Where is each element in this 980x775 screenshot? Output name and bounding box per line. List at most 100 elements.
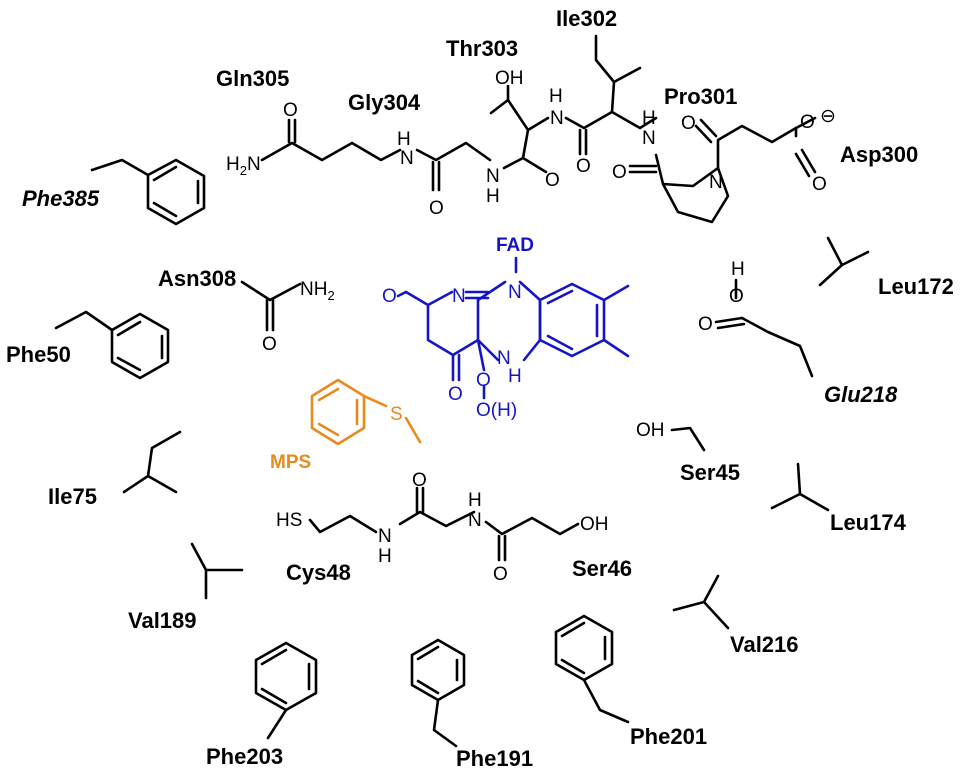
ile75-chain-bond [122, 430, 182, 494]
phe50-chain-bond [54, 310, 114, 332]
glu218-sidechain [714, 278, 814, 378]
fad-peroxy-o2: O(H) [476, 400, 517, 421]
phe201-ring-double-3 [560, 658, 586, 675]
asn308-carbonyl-o: O [262, 334, 277, 355]
thr303-amide-h: H [486, 186, 500, 207]
residue-label-pro301: Pro301 [664, 84, 737, 109]
pro301-amide-h: H [642, 108, 656, 129]
fad-n5-atom: N [497, 348, 511, 369]
gly304-carbonyl-o: O [429, 198, 444, 219]
ile75-sidechain [122, 430, 182, 494]
asp300-carboxyl-double-1 [800, 148, 817, 174]
phe203-chain-bond [266, 708, 288, 740]
residue-label-phe191: Phe191 [456, 746, 533, 771]
ile302-amide-n: N [550, 108, 564, 129]
asn308-sidechain [240, 280, 302, 332]
pro301-carbonyl-o: O [612, 162, 627, 183]
leu174-branch-bond [770, 492, 802, 510]
glu218-hydroxyl-h: H [731, 259, 745, 280]
mps-label: MPS [270, 452, 311, 473]
phe50-ring-double-1 [116, 320, 142, 337]
asp300-carboxyl-o: O [812, 174, 827, 195]
fad-n5-bond [426, 290, 454, 307]
leu172-sidechain [818, 236, 870, 287]
phe191-ring [410, 638, 466, 702]
fad-n1-atom: N [452, 286, 466, 307]
fad-methyl-bond-1 [602, 284, 630, 302]
ile302-side-bond [594, 34, 616, 114]
ile302-carbonyl-o: O [576, 156, 591, 177]
gly47-chain-bond [398, 510, 476, 528]
fad-c4a-n5-bond [476, 338, 500, 362]
asp300-carboxylate-o: O [800, 112, 815, 133]
phe191-ring-double-1 [416, 645, 440, 661]
ser46-amide-h: H [468, 490, 482, 511]
mps-phenyl-ring [310, 378, 366, 446]
asp300-carboxyl-double-2 [794, 152, 811, 178]
thr303-chain-bond [502, 116, 550, 170]
val216-chain-bond [672, 574, 720, 612]
residue-label-ile302: Ile302 [556, 6, 617, 31]
cys48-ser46-backbone [308, 486, 580, 562]
fad-left-ring-bond [404, 290, 480, 357]
ser46-hydroxyl: OH [580, 514, 609, 535]
residue-label-gly304: Gly304 [348, 90, 421, 115]
gly304-amide-n: N [400, 148, 414, 169]
phe50-ring [110, 312, 170, 380]
asp300-carbonyl-bond-2 [699, 118, 718, 138]
phe50-sidechain [54, 310, 170, 380]
gln305-chain-bond [260, 141, 402, 162]
fad-c2-carbonyl-o: O [382, 286, 397, 307]
thr303-methyl-bond [489, 98, 510, 115]
thr303-amide-n: N [486, 166, 500, 187]
fad-c10a-bond [476, 280, 507, 342]
fad-n5-hydrogen: H [508, 366, 522, 387]
ser46-amide-n: N [468, 510, 482, 531]
phe203-sidechain [254, 641, 318, 740]
residue-label-val216: Val216 [730, 632, 799, 657]
residue-label-asp300: Asp300 [840, 142, 918, 167]
fad-c4-carbonyl-o: O [448, 384, 463, 405]
phe201-ring [554, 614, 614, 682]
glu218-hydroxyl-o: O [729, 286, 744, 307]
phe203-ring-double-1 [260, 648, 288, 666]
fad-c2-bond [396, 290, 408, 298]
residue-label-leu172: Leu172 [878, 274, 954, 299]
pro301-ring-n: N [709, 172, 723, 193]
cys48-thiol: HS [276, 510, 302, 531]
val189-chain-bond [190, 542, 244, 572]
residue-label-phe201: Phe201 [630, 724, 707, 749]
ile302-amide-h: H [549, 86, 563, 107]
residue-label-gln305: Gln305 [216, 66, 289, 91]
fad-benzene-double-1 [546, 289, 574, 305]
fad-benzene-double-3 [546, 334, 574, 351]
cys48-chain-bond [308, 514, 378, 534]
val216-branch-bond [702, 600, 730, 630]
fad-methyl-bond-2 [602, 338, 630, 358]
fad-label: FAD [496, 235, 534, 256]
phe191-chain-bond [432, 698, 458, 748]
residue-label-thr303: Thr303 [446, 36, 518, 61]
residue-label-ser46: Ser46 [572, 556, 632, 581]
thr303-hydroxyl-oh: OH [495, 68, 524, 89]
fad-benzene-ring [538, 282, 606, 358]
mps-sulfur: S [390, 404, 403, 425]
val189-sidechain [190, 542, 244, 600]
ser46-chain-bond [484, 516, 580, 536]
val216-sidechain [672, 574, 730, 630]
phe385-sidechain [90, 158, 206, 226]
residue-label-phe385: Phe385 [22, 186, 100, 211]
asp300-chain-bond [716, 124, 798, 170]
fad-isoalloxazine [396, 256, 630, 400]
phe203-ring-double-3 [260, 687, 288, 705]
residue-label-phe203: Phe203 [206, 744, 283, 769]
mps-c-s-bond [362, 394, 388, 408]
gly304-chain-bond [415, 141, 492, 162]
fad-c4a-o-bond [476, 338, 486, 372]
phe201-sidechain [554, 614, 630, 724]
mps-ring-double-3 [317, 422, 340, 437]
residue-label-cys48: Cys48 [286, 560, 351, 585]
thr303-carbonyl-o: O [545, 170, 560, 191]
